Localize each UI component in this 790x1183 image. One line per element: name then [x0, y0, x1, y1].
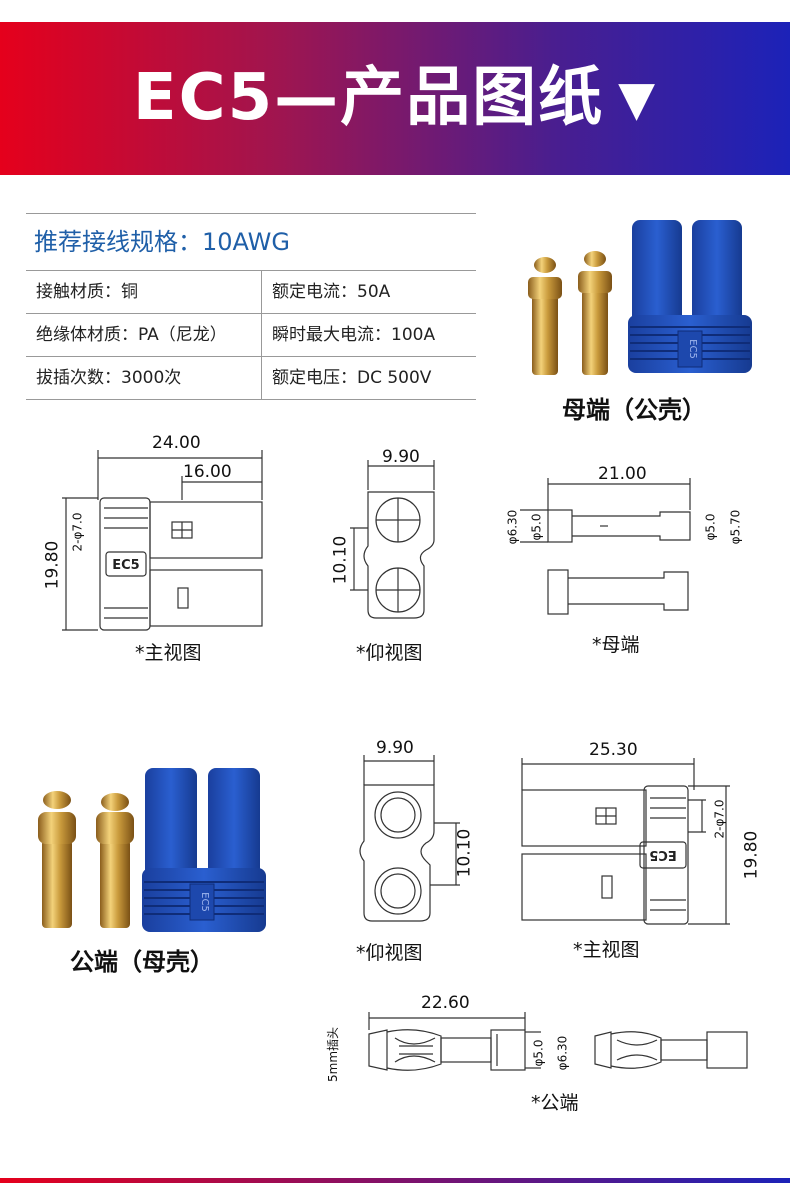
dim-d2: φ6.30: [555, 1035, 570, 1071]
dim-overall: 24.00: [152, 433, 201, 453]
dim-inner: 16.00: [183, 462, 232, 482]
dim-plug: 5mm插头: [326, 1026, 341, 1083]
gold-pin: [38, 791, 76, 928]
title-text: EC5—产品图纸: [132, 61, 605, 135]
spec-cell-peak-current: 瞬时最大电流：100A: [272, 325, 436, 345]
gold-pin: [96, 793, 134, 928]
spec-cell-voltage: 额定电压：DC 500V: [272, 368, 432, 388]
spec-row: 接触材质：铜 额定电流：50A: [26, 271, 476, 314]
spec-heading: 推荐接线规格：10AWG: [26, 213, 476, 271]
blue-housing: EC5: [628, 220, 752, 373]
dim-d1: φ6.30: [505, 509, 520, 545]
male-front-caption: *主视图: [573, 939, 640, 961]
spec-table: 推荐接线规格：10AWG 接触材质：铜 额定电流：50A 绝缘体材质：PA（尼龙…: [26, 213, 476, 400]
male-bottom-caption: *仰视图: [356, 942, 423, 964]
dim-height: 19.80: [741, 830, 762, 880]
male-bottom-drawing: [359, 755, 460, 922]
female-front-caption: *主视图: [135, 642, 202, 664]
spec-cell-insulator: 绝缘体材质：PA（尼龙）: [26, 314, 262, 356]
gold-pin: [528, 257, 562, 375]
spec-cell-contact: 接触材质：铜: [26, 271, 262, 313]
female-pin-caption: *母端: [592, 634, 640, 656]
dim-height: 10.10: [454, 828, 475, 878]
spec-cell-current: 额定电流：50A: [272, 282, 391, 302]
female-photo-label: 母端（公壳）: [562, 396, 706, 424]
page-title: EC5—产品图纸▼: [0, 22, 790, 175]
ec5-mark: EC5: [199, 892, 210, 912]
dim-d3: φ5.0: [703, 513, 718, 541]
down-arrow-icon: ▼: [618, 71, 658, 127]
dim-d2: φ5.0: [529, 513, 544, 541]
dim-length: 21.00: [598, 464, 647, 484]
female-connector-photo: EC5: [528, 220, 752, 375]
male-photo-label: 公端（母壳）: [70, 948, 214, 976]
ec5-mark: EC5: [649, 847, 676, 862]
dim-d1: φ5.0: [531, 1039, 546, 1067]
gold-pin: [578, 251, 612, 375]
spec-row: 拔插次数：3000次 额定电压：DC 500V: [26, 357, 476, 400]
ec5-mark: EC5: [687, 339, 698, 359]
female-bottom-drawing: [350, 460, 435, 619]
dim-width: 9.90: [376, 738, 414, 758]
dim-d4: φ5.70: [728, 509, 743, 545]
ec5-mark: EC5: [112, 558, 139, 573]
dim-hole: 2-φ7.0: [70, 512, 85, 552]
dim-width: 9.90: [382, 447, 420, 467]
female-front-drawing: EC5: [62, 450, 263, 631]
female-pin-drawing: [520, 478, 691, 615]
male-pin-drawing: [368, 1012, 748, 1071]
spec-cell-cycles: 拔插次数：3000次: [26, 357, 262, 399]
dim-overall: 25.30: [589, 740, 638, 760]
dim-hole: 2-φ7.0: [712, 799, 727, 839]
dim-height: 19.80: [42, 540, 63, 590]
blue-housing: EC5: [142, 768, 266, 932]
male-pin-caption: *公端: [531, 1092, 579, 1114]
spec-row: 绝缘体材质：PA（尼龙） 瞬时最大电流：100A: [26, 314, 476, 357]
female-bottom-caption: *仰视图: [356, 642, 423, 664]
male-connector-photo: EC5: [38, 768, 266, 932]
dim-length: 22.60: [421, 993, 470, 1013]
male-front-drawing: EC5: [521, 758, 730, 925]
dim-height: 10.10: [330, 535, 351, 585]
header-banner: EC5—产品图纸▼: [0, 22, 790, 175]
footer-bar: [0, 1178, 790, 1183]
